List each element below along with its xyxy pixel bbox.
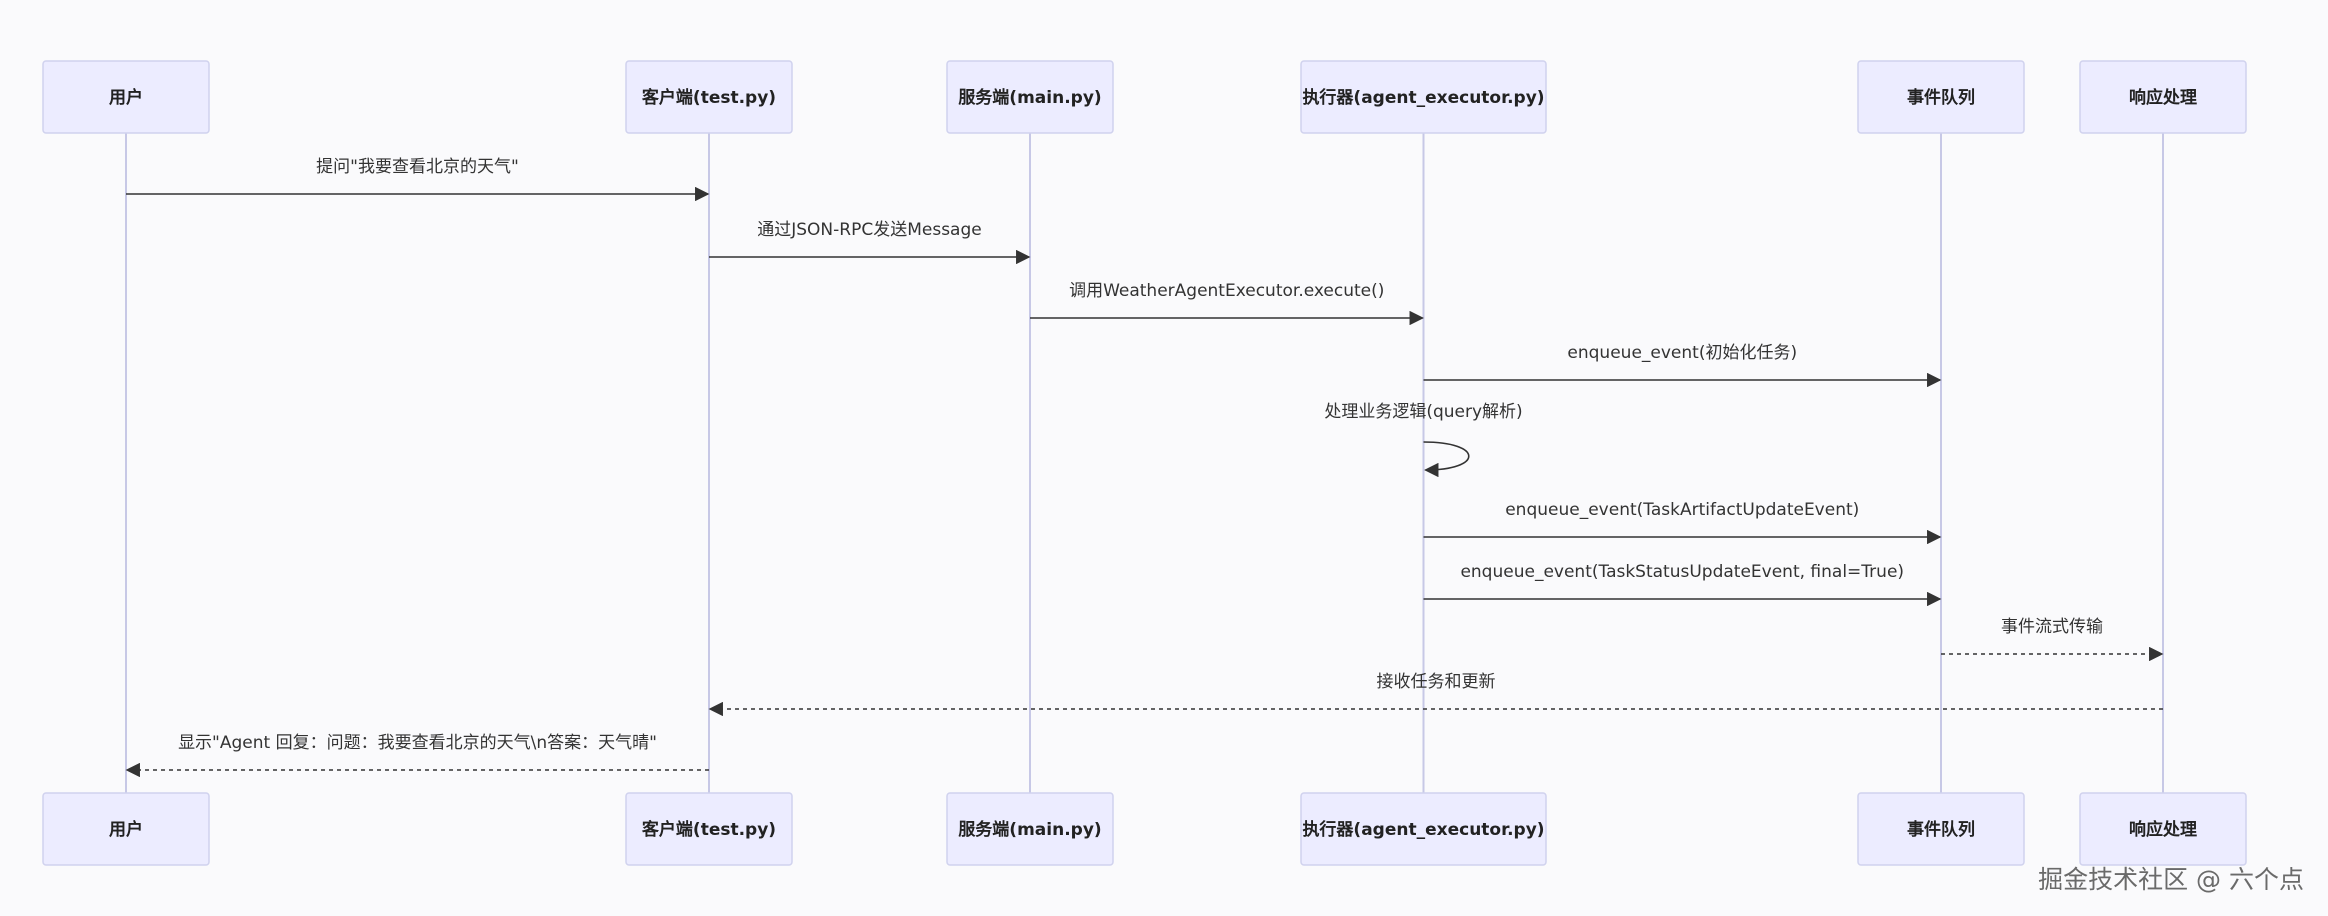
message-arrow (1423, 441, 1470, 478)
message-4: enqueue_event(初始化任务) (1423, 343, 1942, 388)
participant-label: 服务端(main.py) (958, 87, 1101, 108)
participant-label: 服务端(main.py) (958, 819, 1101, 840)
participant-user-bottom: 用户 (42, 792, 210, 866)
message-label: 显示"Agent 回复：问题：我要查看北京的天气\n答案：天气晴" (178, 733, 657, 753)
message-6: enqueue_event(TaskArtifactUpdateEvent) (1423, 500, 1942, 545)
participant-box (625, 60, 793, 134)
participant-executor-top: 执行器(agent_executor.py) (1300, 60, 1547, 134)
participant-server-bottom: 服务端(main.py) (946, 792, 1114, 866)
participants-top: 用户 客户端(test.py) 服务端(main.py) 执行器(agent_exec… (42, 60, 2247, 134)
participant-label: 响应处理 (2129, 819, 2197, 840)
participant-box (625, 792, 793, 866)
participant-box (1300, 60, 1547, 134)
participant-label: 用户 (109, 87, 143, 108)
message-10: 显示"Agent 回复：问题：我要查看北京的天气\n答案：天气晴" (125, 733, 709, 778)
message-label: 事件流式传输 (2001, 617, 2103, 637)
participant-queue-bottom: 事件队列 (1857, 792, 2025, 866)
message-label: 通过JSON-RPC发送Message (757, 220, 981, 240)
participant-user-top: 用户 (42, 60, 210, 134)
participant-server-top: 服务端(main.py) (946, 60, 1114, 134)
participant-executor-bottom: 执行器(agent_executor.py) (1300, 792, 1547, 866)
participant-response-bottom: 响应处理 (2079, 792, 2247, 866)
message-label: 处理业务逻辑(query解析) (1324, 402, 1522, 422)
participants-bottom: 用户 客户端(test.py) 服务端(main.py) 执行器(agent_exec… (42, 792, 2247, 866)
message-label: enqueue_event(TaskStatusUpdateEvent, fin… (1460, 562, 1904, 582)
lifelines (125, 133, 2164, 793)
message-3: 调用WeatherAgentExecutor.execute() (1030, 281, 1424, 326)
participant-label: 用户 (109, 819, 143, 840)
participant-box (946, 792, 1114, 866)
participant-box (1300, 792, 1547, 866)
participant-client-top: 客户端(test.py) (625, 60, 793, 134)
participant-queue-top: 事件队列 (1857, 60, 2025, 134)
participant-response-top: 响应处理 (2079, 60, 2247, 134)
message-label: enqueue_event(TaskArtifactUpdateEvent) (1505, 500, 1859, 520)
participant-label: 事件队列 (1907, 819, 1975, 840)
participant-label: 响应处理 (2129, 87, 2197, 108)
participant-label: 执行器(agent_executor.py) (1302, 819, 1544, 840)
participant-label: 执行器(agent_executor.py) (1302, 87, 1544, 108)
message-1: 提问"我要查看北京的天气" (126, 157, 710, 202)
message-label: enqueue_event(初始化任务) (1567, 343, 1797, 363)
message-label: 调用WeatherAgentExecutor.execute() (1069, 281, 1384, 301)
message-8: 事件流式传输 (1941, 617, 2164, 662)
messages: 提问"我要查看北京的天气" 通过JSON-RPC发送Message 调用Weathe… (125, 157, 2164, 778)
message-5: 处理业务逻辑(query解析) (1324, 402, 1523, 478)
message-9: 接收任务和更新 (708, 672, 2163, 717)
participant-box (1857, 60, 2025, 134)
participant-box (946, 60, 1114, 134)
participant-box (42, 792, 210, 866)
message-label: 提问"我要查看北京的天气" (316, 157, 519, 177)
message-7: enqueue_event(TaskStatusUpdateEvent, fin… (1423, 562, 1942, 607)
participant-label: 客户端(test.py) (641, 87, 776, 108)
message-label: 接收任务和更新 (1377, 672, 1496, 692)
participant-label: 客户端(test.py) (641, 819, 776, 840)
participant-box (2079, 60, 2247, 134)
participant-box (2079, 792, 2247, 866)
message-2: 通过JSON-RPC发送Message (709, 220, 1031, 265)
watermark: 掘金技术社区 @ 六个点 (2038, 865, 2304, 894)
participant-box (1857, 792, 2025, 866)
participant-client-bottom: 客户端(test.py) (625, 792, 793, 866)
participant-label: 事件队列 (1907, 87, 1975, 108)
participant-box (42, 60, 210, 134)
